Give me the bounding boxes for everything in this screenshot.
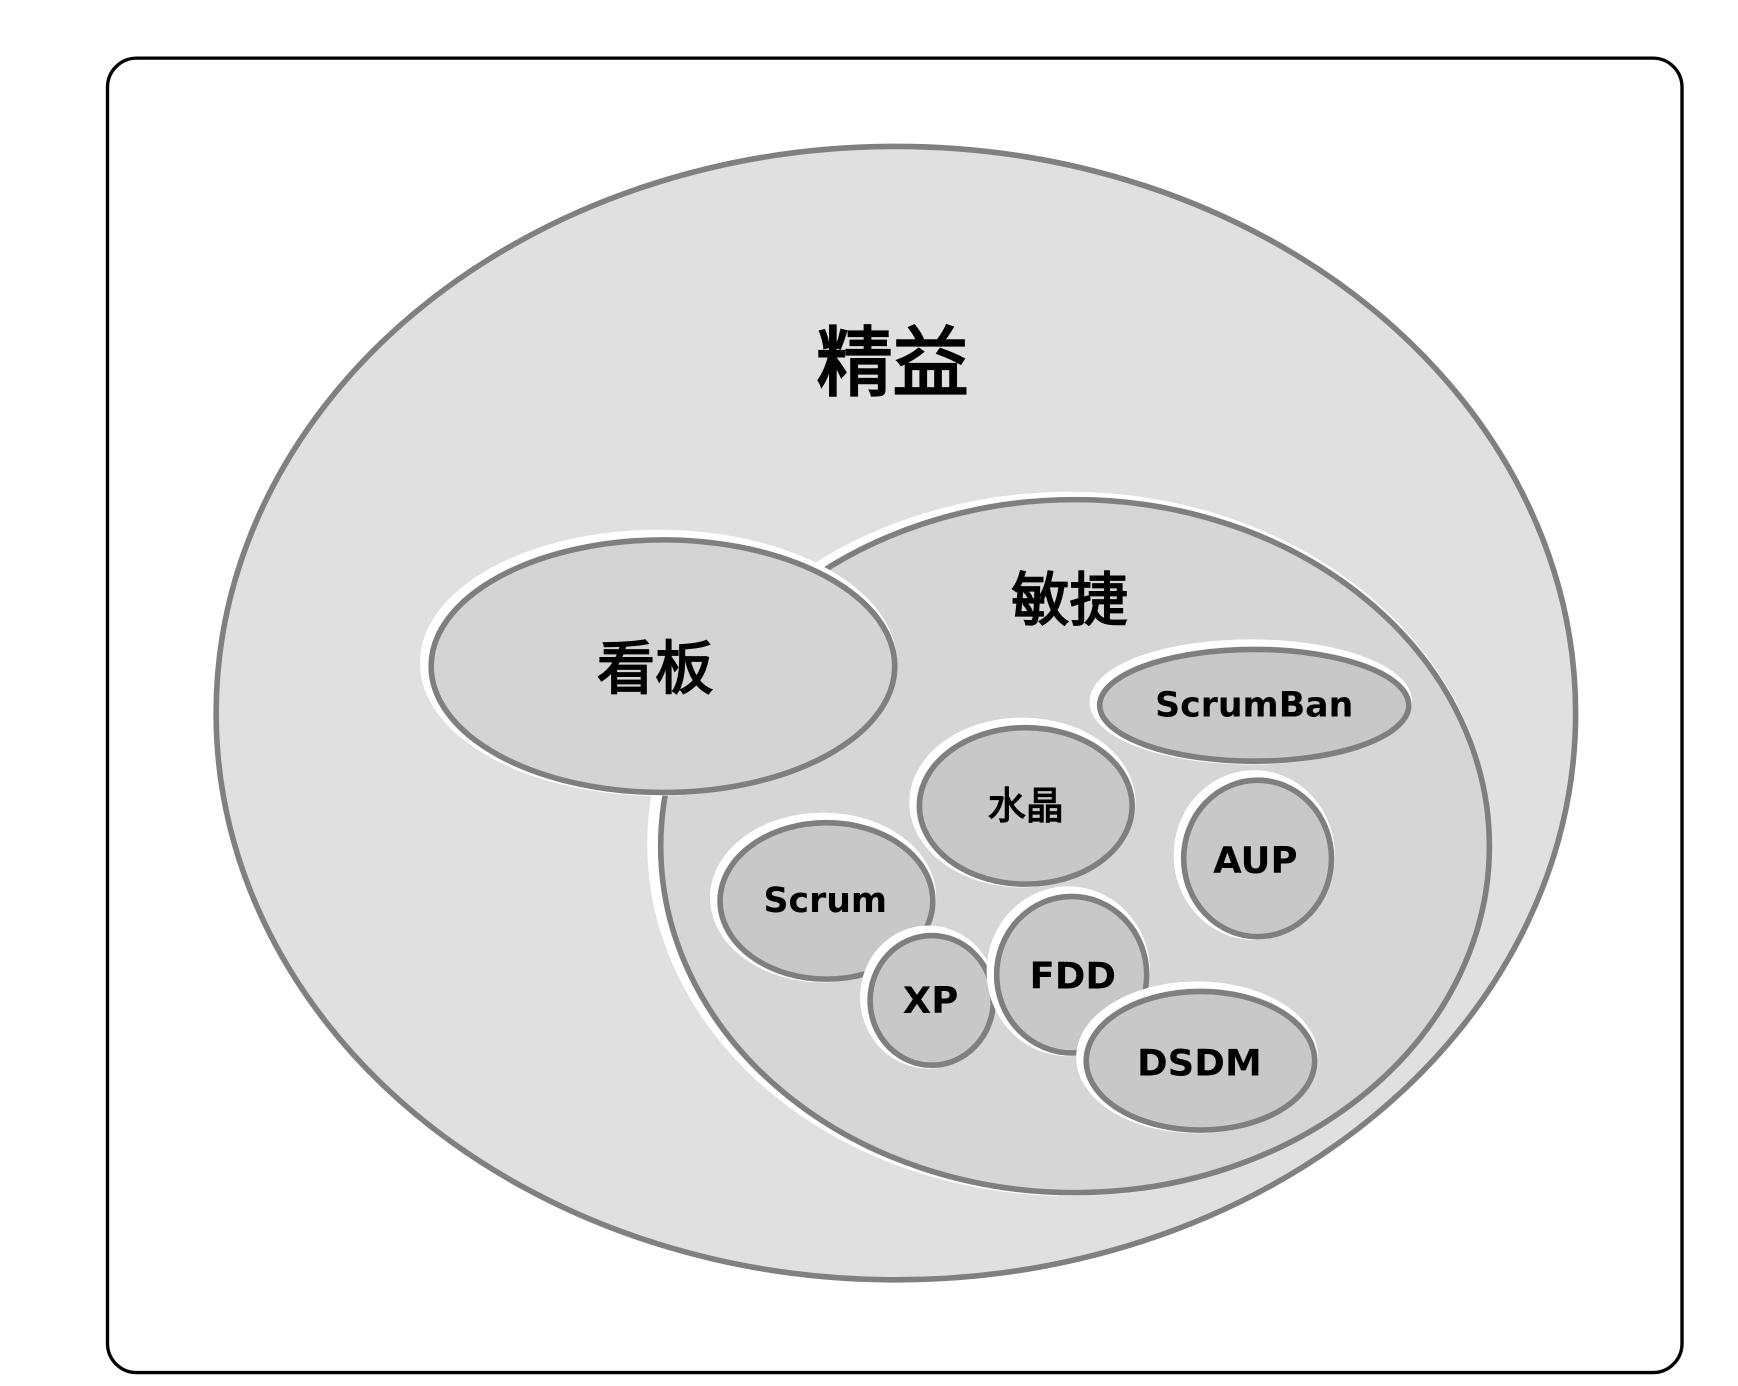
aup-ellipse <box>1180 777 1335 940</box>
crystal-label: 水晶 <box>988 784 1064 828</box>
scrum-ellipse <box>717 819 936 982</box>
xp-label: XP <box>903 979 959 1022</box>
kanban-ellipse <box>428 537 898 796</box>
kanban-set: 看板 <box>419 529 898 796</box>
method-scrumban: ScrumBan <box>1089 639 1413 765</box>
dsdm-label: DSDM <box>1137 1041 1262 1084</box>
method-aup: AUP <box>1173 770 1335 941</box>
fdd-label: FDD <box>1030 954 1117 997</box>
scrumban-label: ScrumBan <box>1155 685 1353 725</box>
method-crystal: 水晶 <box>909 717 1136 888</box>
crystal-ellipse <box>916 724 1135 887</box>
method-dsdm: DSDM <box>1076 981 1319 1134</box>
method-xp: XP <box>860 925 997 1069</box>
agile-label: 敏捷 <box>1011 566 1127 634</box>
scrumban-ellipse <box>1096 646 1412 764</box>
kanban-label: 看板 <box>597 634 713 702</box>
lean-label: 精益 <box>816 319 968 408</box>
scrum-label: Scrum <box>764 881 888 921</box>
dsdm-ellipse <box>1083 988 1318 1133</box>
method-scrum: Scrum <box>709 812 937 983</box>
aup-label: AUP <box>1213 839 1298 882</box>
